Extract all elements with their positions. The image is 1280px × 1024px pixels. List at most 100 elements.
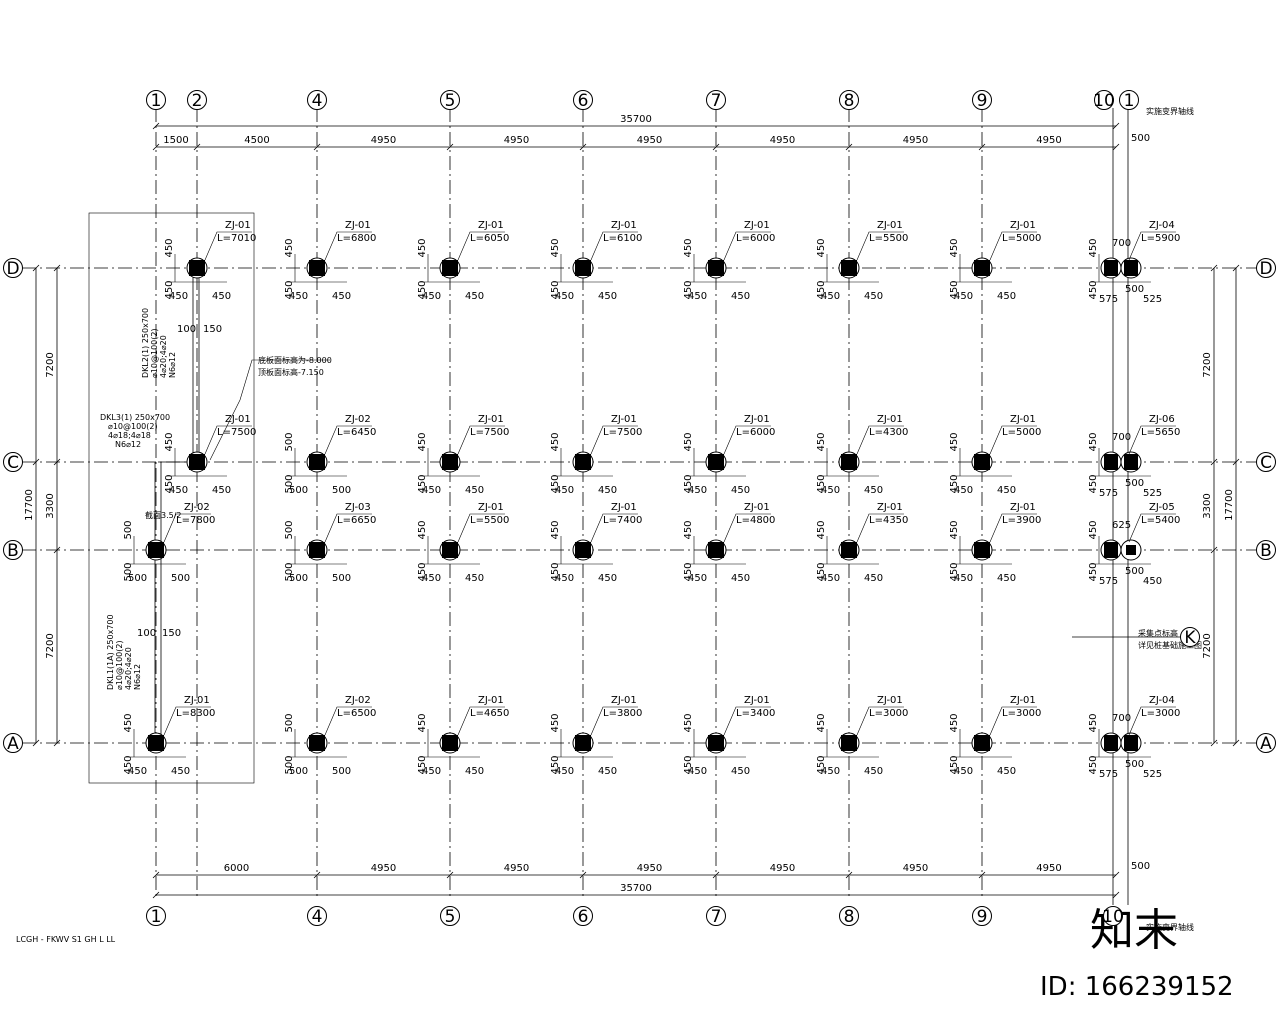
local-dim-lower: 450: [417, 474, 428, 493]
tag-leader: [856, 425, 904, 455]
local-dim-left: 500: [289, 573, 308, 584]
local-dim-lower: 450: [816, 755, 827, 774]
local-dim-lower: 500: [284, 474, 295, 493]
beam-dkl1-line4: N6⌀12: [133, 664, 142, 690]
axis-right-B: B: [1256, 540, 1276, 561]
dim-tick: [152, 871, 160, 879]
local-dim-upper: 450: [1088, 520, 1099, 539]
local-dim-upper: 450: [550, 238, 561, 257]
axis-bubble-circle: [573, 906, 593, 926]
axis-bubble-label: 8: [844, 907, 855, 927]
column-square: [708, 735, 724, 751]
axis-top-1: 1: [1119, 90, 1139, 111]
local-dim-lower: 450: [550, 280, 561, 299]
beam-dkl3-line2: ⌀10@100(2): [108, 422, 158, 431]
footing-type: ZJ-01: [225, 414, 251, 425]
column-square: [442, 454, 458, 470]
beam-dkl2-line3: 4⌀20;4⌀20: [159, 335, 168, 378]
local-dim-top: 700: [1112, 713, 1131, 724]
column-square: [1124, 735, 1138, 751]
axis-bubble-label: 10: [1102, 907, 1124, 927]
tag-leader: [723, 706, 771, 736]
elevation-note-2: 顶板面标高-7.150: [258, 367, 324, 377]
axis-bottom-4: 4: [307, 906, 327, 927]
column-square: [309, 542, 325, 558]
dim-tick: [446, 871, 454, 879]
axis-bubble-label: C: [1260, 453, 1272, 473]
local-dim-top: 700: [1112, 432, 1131, 443]
left-zone-rect: [88, 212, 255, 784]
axis-bubble-circle: [706, 906, 726, 926]
axis-bubble-label: 2: [192, 91, 203, 111]
local-dim-top: 625: [1112, 520, 1131, 531]
axis-top-10: 10: [1093, 90, 1115, 111]
column-square: [708, 260, 724, 276]
axis-bubble-label: 6: [578, 907, 589, 927]
tag-leader: [989, 513, 1037, 543]
column-square: [442, 542, 458, 558]
axis-top-4: 4: [307, 90, 327, 111]
local-dim-lower: 450: [1088, 562, 1099, 581]
footing-length: L=6800: [337, 233, 376, 244]
axis-bubble-circle: [1103, 906, 1123, 926]
local-dim-right: 525: [1143, 769, 1162, 780]
local-dim-lower: 450: [949, 474, 960, 493]
dim-tick: [53, 739, 61, 747]
dim-bottom-seg: 6000: [224, 863, 249, 874]
local-dim-mid: 500: [1125, 759, 1144, 770]
footing-length: L=7800: [176, 515, 215, 526]
bottom-right-note: 实施变界轴线: [1146, 922, 1194, 932]
local-dim-lower: 450: [550, 755, 561, 774]
footing-type: ZJ-01: [611, 695, 637, 706]
column-square: [442, 735, 458, 751]
axis-bubble-circle: [3, 540, 23, 560]
column-square: [974, 542, 990, 558]
local-dim-right: 450: [171, 766, 190, 777]
local-dim-top: 700: [1112, 238, 1131, 249]
axis-bubble-label: B: [1260, 541, 1272, 561]
axis-bubble-label: A: [1260, 734, 1272, 754]
axis-left-D: D: [3, 258, 23, 279]
column-square: [1104, 454, 1118, 470]
footing-type: ZJ-06: [1149, 414, 1175, 425]
footing-type: ZJ-01: [877, 414, 903, 425]
footing-length: L=7400: [603, 515, 642, 526]
footing-length: L=4350: [869, 515, 908, 526]
local-dim-upper: 450: [164, 238, 175, 257]
axis-bubble-label: D: [6, 259, 19, 279]
axis-bubble-circle: [573, 90, 593, 110]
dim-150-b: 150: [162, 628, 181, 639]
tag-leader: [590, 513, 638, 543]
local-dim-lower: 450: [1088, 474, 1099, 493]
tag-leader: [1128, 425, 1176, 455]
dim-bottom-total: 35700: [620, 883, 652, 894]
footing-type: ZJ-02: [345, 695, 371, 706]
footing-type: ZJ-01: [478, 220, 504, 231]
local-dim-upper: 450: [816, 713, 827, 732]
footing-length: L=3400: [736, 708, 775, 719]
local-dim-left: 450: [555, 291, 574, 302]
axis-bubble-label: 5: [445, 907, 456, 927]
axis-bubble-label: 7: [711, 907, 722, 927]
local-dim-upper: 450: [816, 520, 827, 539]
local-dim-right: 450: [465, 573, 484, 584]
tag-leader: [457, 425, 505, 455]
axis-bubble-label: D: [1259, 259, 1272, 279]
local-dim-right: 450: [997, 485, 1016, 496]
local-dim-left: 450: [169, 291, 188, 302]
local-dim-lower: 450: [683, 474, 694, 493]
local-dim-right: 450: [864, 766, 883, 777]
dim-top-seg: 4950: [504, 135, 529, 146]
local-dim-right: 450: [212, 485, 231, 496]
axis-bubble-label: 9: [977, 91, 988, 111]
axis-bubble-label: 9: [977, 907, 988, 927]
axis-bubble-label: B: [7, 541, 19, 561]
axis-bubble-label: A: [7, 734, 19, 754]
